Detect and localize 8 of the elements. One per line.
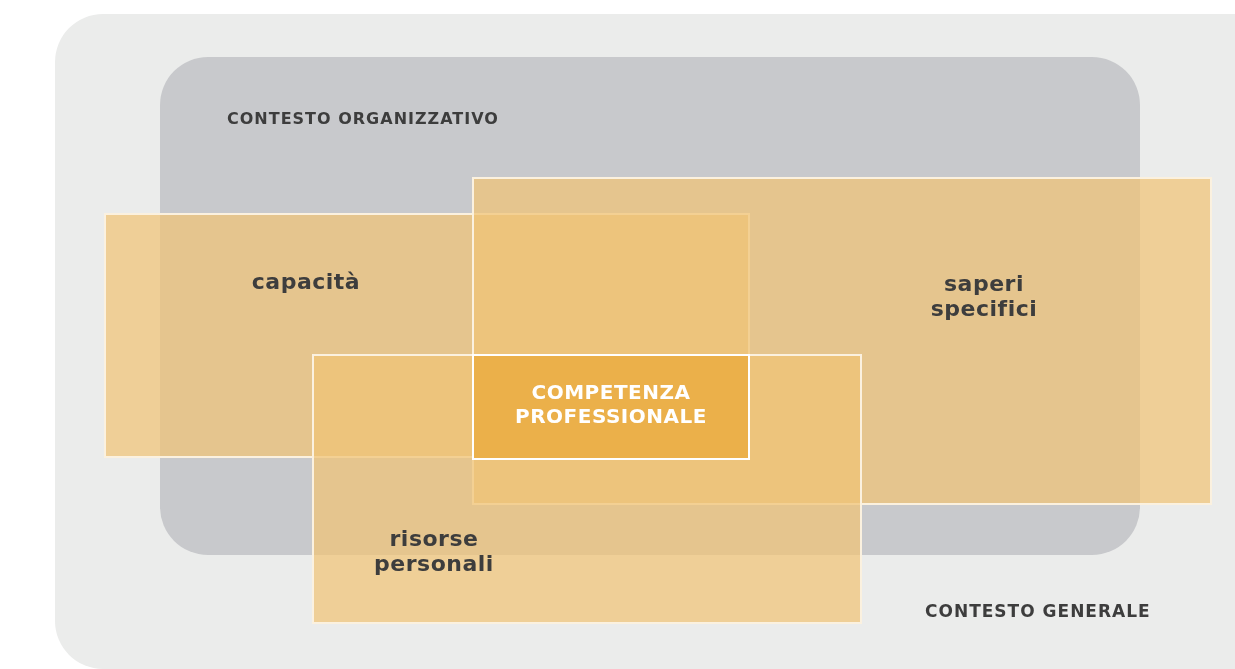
outer-context-panel	[55, 14, 1235, 669]
region-label: CONTESTO GENERALE	[925, 601, 1152, 621]
region-label: risorse personali	[373, 526, 495, 576]
region-label: COMPETENZA PROFESSIONALE	[514, 380, 708, 428]
region-label: saperi specifici	[929, 271, 1039, 321]
core-rectangle	[472, 354, 750, 460]
region-label: capacità	[250, 269, 362, 294]
region-label: CONTESTO ORGANIZZATIVO	[227, 109, 500, 128]
